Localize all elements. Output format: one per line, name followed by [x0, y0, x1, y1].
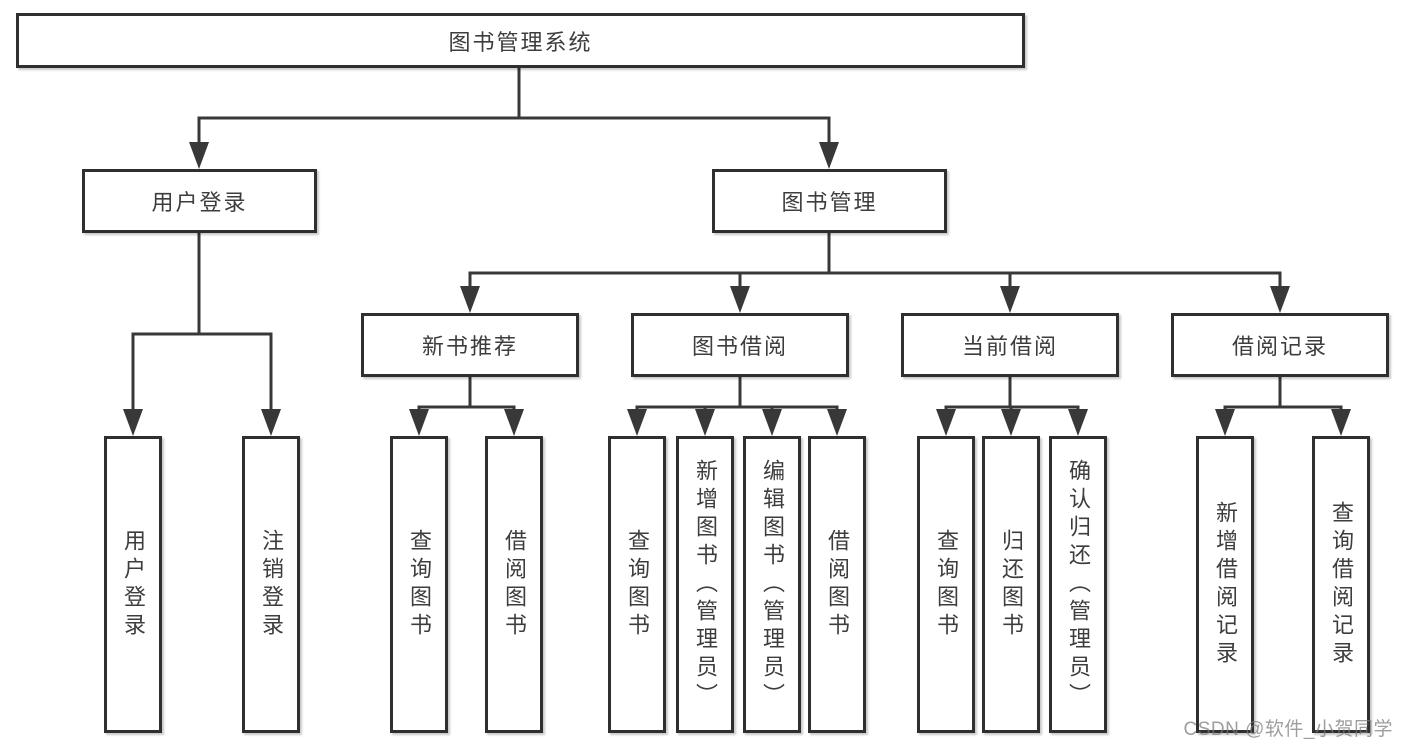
arrow-down-icon [409, 409, 429, 436]
node-current-borrow: 当前借阅 [901, 313, 1119, 377]
leaf-borrow-query-books-label: 查询图书 [625, 528, 650, 641]
arrow-down-icon [627, 409, 647, 436]
arrow-down-icon [189, 142, 209, 169]
leaf-edit-books-admin: 编辑图书（管理员） [743, 436, 801, 733]
leaf-recommend-query-books: 查询图书 [390, 436, 448, 733]
leaf-borrow-query-books: 查询图书 [608, 436, 666, 733]
arrow-down-icon [123, 409, 143, 436]
watermark: CSDN @软件_小贺同学 [1183, 719, 1393, 740]
arrow-down-icon [1068, 409, 1088, 436]
node-new-book-recommend-label: 新书推荐 [421, 334, 518, 359]
leaf-add-books-admin-label: 新增图书（管理员） [693, 458, 718, 711]
arrow-down-icon [504, 409, 524, 436]
leaf-user-login-label: 用户登录 [121, 528, 146, 641]
leaf-confirm-return-admin: 确认归还（管理员） [1049, 436, 1107, 733]
arrow-down-icon [460, 286, 480, 313]
leaf-return-books: 归还图书 [982, 436, 1040, 733]
leaf-current-query-books-label: 查询图书 [934, 528, 959, 641]
leaf-recommend-borrow-books: 借阅图书 [485, 436, 543, 733]
leaf-add-borrow-record-label: 新增借阅记录 [1213, 500, 1238, 669]
arrow-down-icon [730, 286, 750, 313]
leaf-user-login: 用户登录 [104, 436, 162, 733]
connector-borrow-records [1223, 375, 1343, 416]
arrow-down-icon [1215, 409, 1235, 436]
arrow-down-icon [819, 142, 839, 169]
node-root: 图书管理系统 [16, 13, 1025, 68]
leaf-add-borrow-record: 新增借阅记录 [1196, 436, 1254, 733]
arrow-down-icon [827, 409, 847, 436]
arrow-down-icon [1001, 409, 1021, 436]
connector-book-borrow [635, 375, 839, 416]
node-borrow-records: 借阅记录 [1171, 313, 1389, 377]
arrow-down-icon [1331, 409, 1351, 436]
connector-lines [131, 66, 1343, 416]
node-borrow-records-label: 借阅记录 [1231, 334, 1328, 359]
node-book-borrow-label: 图书借阅 [691, 334, 788, 359]
node-root-label: 图书管理系统 [448, 29, 593, 55]
leaf-logout-label: 注销登录 [259, 528, 284, 641]
leaf-add-books-admin: 新增图书（管理员） [676, 436, 734, 733]
node-current-borrow-label: 当前借阅 [961, 334, 1058, 359]
arrow-down-icon [936, 409, 956, 436]
connector-current-borrow [944, 375, 1080, 416]
leaf-confirm-return-admin-label: 确认归还（管理员） [1066, 458, 1091, 711]
node-user-login: 用户登录 [82, 169, 317, 233]
connector-new-book-recommend [417, 375, 516, 416]
leaf-recommend-query-books-label: 查询图书 [407, 528, 432, 641]
node-book-management-label: 图书管理 [781, 190, 878, 215]
connector-root [197, 66, 831, 149]
leaf-borrow-books-label: 借阅图书 [825, 528, 850, 641]
arrowheads [123, 142, 1351, 436]
leaf-borrow-books: 借阅图书 [808, 436, 866, 733]
arrow-down-icon [762, 409, 782, 436]
arrow-down-icon [1000, 286, 1020, 313]
node-book-borrow: 图书借阅 [631, 313, 849, 377]
node-new-book-recommend: 新书推荐 [361, 313, 579, 377]
arrow-down-icon [261, 409, 281, 436]
leaf-query-borrow-record: 查询借阅记录 [1312, 436, 1370, 733]
leaf-logout: 注销登录 [242, 436, 300, 733]
arrow-down-icon [1270, 286, 1290, 313]
leaf-return-books-label: 归还图书 [999, 528, 1024, 641]
arrow-down-icon [695, 409, 715, 436]
leaf-recommend-borrow-books-label: 借阅图书 [502, 528, 527, 641]
node-book-management: 图书管理 [712, 169, 947, 233]
leaf-query-borrow-record-label: 查询借阅记录 [1329, 500, 1354, 669]
node-user-login-label: 用户登录 [151, 190, 248, 215]
connector-book-management [468, 231, 1282, 293]
connector-user-login [131, 231, 273, 416]
leaf-edit-books-admin-label: 编辑图书（管理员） [760, 458, 785, 711]
leaf-current-query-books: 查询图书 [917, 436, 975, 733]
